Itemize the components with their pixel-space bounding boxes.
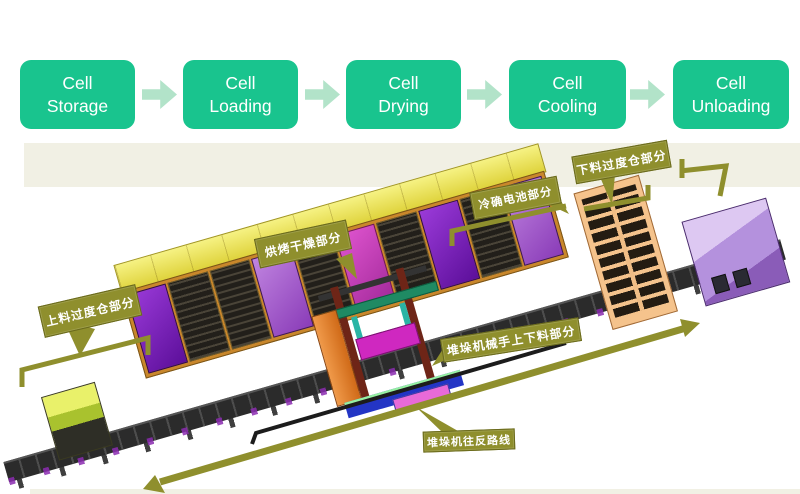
step-cell-loading: Cell Loading [183, 60, 298, 129]
crane-platform [355, 322, 421, 361]
callout-stacker-route: 堆垛机往反路线 [422, 428, 516, 453]
step-label-line1: Cell [225, 73, 256, 94]
step-label-line2: Drying [378, 95, 429, 116]
step-label-line2: Cooling [537, 95, 598, 116]
step-cell-cooling: Cell Cooling [509, 60, 626, 129]
step-label-line2: Loading [209, 95, 272, 116]
step-cell-unloading: Cell Unloading [673, 60, 789, 129]
step-label-line1: Cell [715, 73, 747, 94]
machine-port [711, 273, 731, 295]
step-label-line1: Cell [552, 73, 583, 94]
step-cell-drying: Cell Drying [346, 60, 461, 129]
step-label-line1: Cell [388, 73, 419, 94]
step-label-line1: Cell [62, 73, 93, 94]
machine-port [732, 267, 752, 289]
step-cell-storage: Cell Storage [20, 60, 135, 129]
background-band-bottom [30, 489, 800, 494]
step-label-line2: Storage [46, 95, 109, 116]
step-label-line2: Unloading [691, 95, 771, 116]
